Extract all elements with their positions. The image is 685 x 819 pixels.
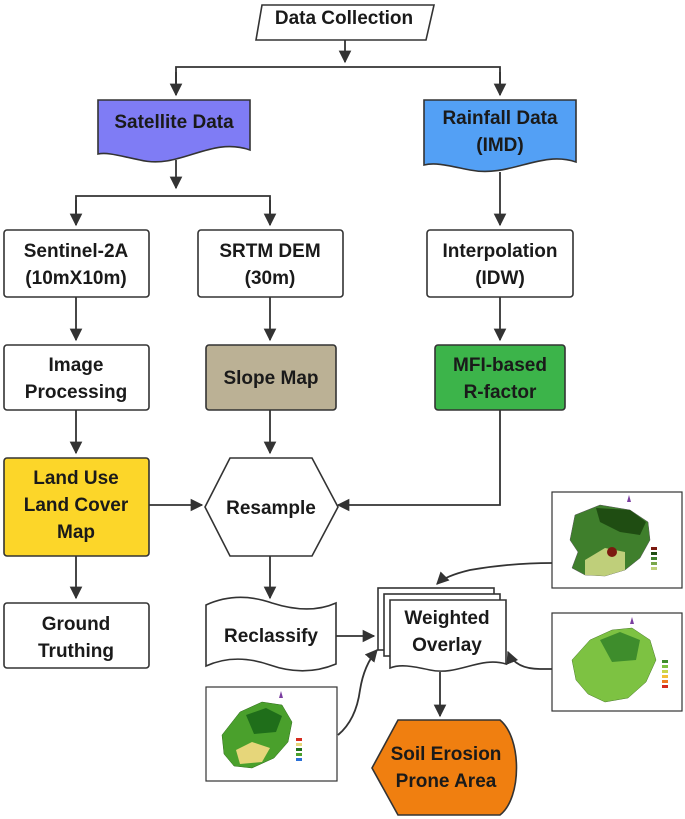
rfactor-map-hotspot	[607, 547, 617, 557]
arrow-slopemap-overlay	[506, 650, 552, 670]
soil-erosion-label-line: Soil Erosion	[391, 744, 502, 765]
resample-label-line: Resample	[226, 498, 316, 519]
resample-shape	[204, 457, 339, 557]
srtm-label-line: SRTM DEM	[219, 241, 320, 262]
rfactor-map-thumbnail	[551, 491, 683, 589]
lulc-label-line: Map	[57, 522, 95, 543]
ground-truthing-label-line: Truthing	[38, 641, 114, 662]
sentinel-label-line: (10mX10m)	[25, 268, 126, 289]
slope-map-thumbnail	[551, 612, 683, 712]
sentinel-label: Sentinel-2A (10mX10m)	[24, 241, 129, 289]
node-slope-map[interactable]: Slope Map	[205, 344, 337, 411]
node-srtm[interactable]: SRTM DEM (30m)	[197, 229, 344, 298]
srtm-label: SRTM DEM (30m)	[219, 241, 320, 289]
lulc-label-line: Land Use	[33, 468, 119, 489]
slope-map-label: Slope Map	[223, 368, 318, 389]
node-reclassify[interactable]: Reclassify	[205, 596, 337, 672]
node-interpolation[interactable]: Interpolation (IDW)	[426, 229, 574, 298]
connectors	[69, 40, 553, 736]
node-satellite-data[interactable]: Satellite Data	[97, 99, 251, 163]
arrow-mfi-resample	[336, 410, 501, 512]
rainfall-data-shape	[423, 99, 577, 173]
data-collection-label: Data Collection	[275, 8, 413, 29]
mfi-shape	[434, 344, 566, 411]
interpolation-label: Interpolation (IDW)	[442, 241, 557, 289]
weighted-overlay-label-line: Overlay	[412, 635, 482, 656]
soil-erosion-shape	[371, 719, 518, 816]
image-processing-shape	[3, 344, 150, 411]
resample-label: Resample	[226, 498, 316, 519]
lulc-map-zone-forest	[246, 708, 282, 734]
overlay-stack-front	[389, 599, 507, 672]
rfactor-map-legend	[651, 547, 657, 570]
reclassify-shape	[205, 596, 337, 672]
north-arrow-icon	[630, 617, 634, 624]
ground-truthing-label-line: Ground	[42, 614, 111, 635]
slope-map-legend	[662, 660, 668, 688]
lulc-shape	[3, 457, 150, 557]
north-arrow-icon	[627, 495, 631, 502]
interpolation-label-line: Interpolation	[442, 241, 557, 262]
rfactor-map-zone-dark	[596, 508, 646, 535]
soil-erosion-label-line: Prone Area	[396, 771, 497, 792]
srtm-shape	[197, 229, 344, 298]
slope-map-label-line: Slope Map	[223, 368, 318, 389]
rainfall-data-label-line: Rainfall Data	[442, 108, 558, 129]
image-processing-label-line: Image	[49, 355, 104, 376]
data-collection-shape	[255, 4, 436, 41]
satellite-data-label: Satellite Data	[114, 112, 234, 133]
weighted-overlay-label-line: Weighted	[404, 608, 489, 629]
lulc-map-zone-agri	[236, 742, 270, 764]
node-resample[interactable]: Resample	[204, 457, 339, 557]
arrow-to-sentinel-branch	[75, 195, 271, 215]
node-data-collection[interactable]: Data Collection	[255, 4, 436, 41]
image-processing-label-line: Processing	[25, 382, 127, 403]
satellite-data-label-line: Satellite Data	[114, 112, 234, 133]
arrow-rfactormap-overlay	[436, 562, 553, 585]
satellite-data-shape	[97, 99, 251, 163]
sentinel-shape	[3, 229, 150, 298]
north-arrow-icon	[279, 691, 283, 698]
rainfall-data-label-line: (IMD)	[476, 135, 523, 156]
sentinel-label-line: Sentinel-2A	[24, 241, 129, 262]
rainfall-data-label: Rainfall Data (IMD)	[442, 108, 558, 156]
slope-map-shape	[205, 344, 337, 411]
reclassify-label-line: Reclassify	[224, 626, 318, 647]
node-sentinel[interactable]: Sentinel-2A (10mX10m)	[3, 229, 150, 298]
arrow-lulcmap-overlay	[337, 649, 378, 736]
srtm-label-line: (30m)	[245, 268, 296, 289]
mfi-label-line: R-factor	[464, 382, 537, 403]
arrow-to-satellite	[175, 66, 501, 88]
data-collection-label-line: Data Collection	[275, 8, 413, 29]
mfi-label-line: MFI-based	[453, 355, 547, 376]
ground-truthing-shape	[3, 602, 150, 669]
node-rainfall-data[interactable]: Rainfall Data (IMD)	[423, 99, 577, 173]
interpolation-shape	[426, 229, 574, 298]
lulc-map-legend	[296, 738, 302, 761]
interpolation-label-line: (IDW)	[475, 268, 525, 289]
lulc-map-thumbnail	[205, 686, 338, 782]
slope-map-zone-dark	[600, 632, 640, 662]
lulc-label-line: Land Cover	[24, 495, 129, 516]
reclassify-label: Reclassify	[224, 626, 318, 647]
